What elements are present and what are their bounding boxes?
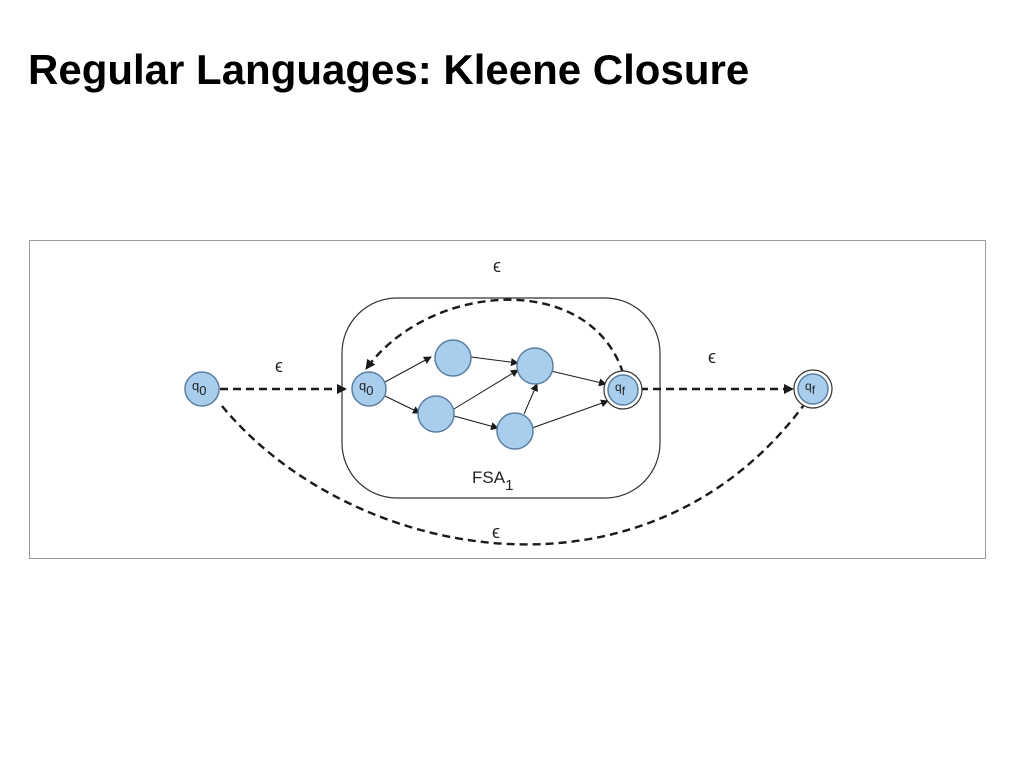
- state-new-start: q0: [184, 371, 220, 407]
- state-inner-start: q0: [351, 371, 387, 407]
- inner-edges: [384, 356, 609, 431]
- state-inner-final: qf: [603, 370, 643, 410]
- edge-n2-to-n3: [453, 369, 519, 410]
- epsilon-label-loop: ϵ: [493, 256, 501, 276]
- epsilon-label-exit: ϵ: [708, 347, 716, 367]
- svg-text:q0: q0: [359, 378, 373, 398]
- slide-title: Regular Languages: Kleene Closure: [28, 46, 750, 93]
- kleene-closure-diagram: FSA1 ϵ ϵ ϵ ϵ q0: [29, 240, 986, 559]
- edge-n4-to-n3: [523, 383, 538, 415]
- state-inner-3: [516, 347, 554, 385]
- state-new-final: qf: [793, 369, 833, 409]
- epsilon-label-enter: ϵ: [275, 356, 283, 376]
- epsilon-label-skip: ϵ: [492, 522, 500, 542]
- edge-n1-to-n3: [470, 356, 519, 367]
- fsa-label: FSA1: [472, 468, 513, 494]
- svg-text:q0: q0: [192, 378, 206, 398]
- svg-text:qf: qf: [805, 379, 816, 397]
- edge-n2-to-n4: [453, 415, 499, 431]
- edge-n3-to-inner-final: [550, 370, 607, 387]
- edge-n4-to-inner-final: [531, 399, 609, 429]
- state-inner-2: [417, 395, 455, 433]
- svg-text:qf: qf: [615, 380, 626, 398]
- edge-inner-start-to-n1: [384, 356, 432, 383]
- state-inner-4: [496, 412, 534, 450]
- epsilon-edges: [220, 298, 810, 546]
- edge-loop-back: [365, 298, 625, 374]
- fsa-container: [341, 297, 661, 499]
- state-inner-1: [434, 339, 472, 377]
- edge-inner-start-to-n2: [384, 395, 421, 414]
- edge-skip-empty: [221, 397, 810, 546]
- diagram-svg: FSA1 ϵ ϵ ϵ ϵ q0: [184, 256, 833, 546]
